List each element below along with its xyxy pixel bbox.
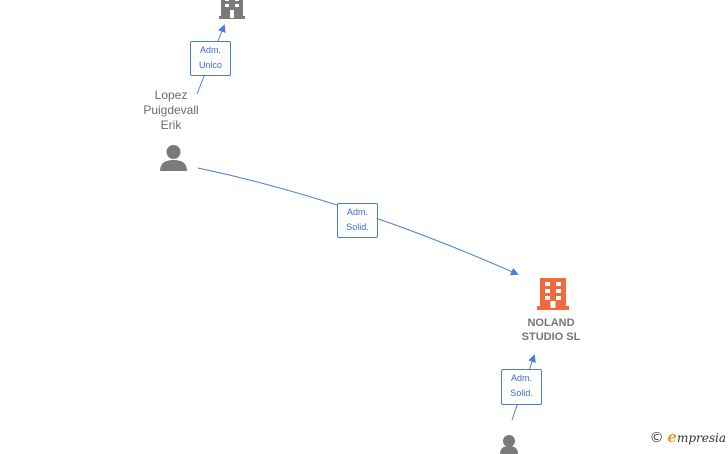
company-name[interactable]: NOLAND STUDIO SL	[521, 317, 581, 343]
relation-label-bottom[interactable]: Adm. Solid.	[501, 369, 542, 405]
relation-label-middle[interactable]: Adm. Solid.	[337, 203, 378, 238]
brand-logo: © empresia	[650, 428, 726, 446]
brand-name: mpresia	[676, 431, 726, 445]
company-building-icon[interactable]	[219, 0, 247, 20]
person-icon-bottom[interactable]	[499, 434, 519, 454]
person-name[interactable]: Lopez Puigdevall Erik	[143, 88, 199, 132]
brand-e: e	[667, 428, 677, 446]
relation-label-top[interactable]: Adm. Unico	[190, 41, 231, 76]
copyright-icon: ©	[649, 430, 664, 446]
person-icon[interactable]	[159, 143, 188, 172]
company-building-icon-main[interactable]	[537, 277, 569, 311]
